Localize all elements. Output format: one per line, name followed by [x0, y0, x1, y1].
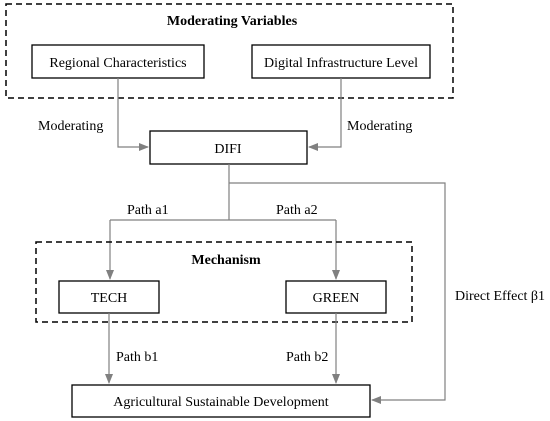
moderating-label-left: Moderating	[38, 119, 103, 134]
digital-infrastructure-box	[251, 44, 431, 79]
outcome-box	[71, 384, 371, 418]
outcome-label: Agricultural Sustainable Development	[113, 395, 328, 410]
difi-branch-lines	[110, 164, 336, 221]
direct-effect-label: Direct Effect β1	[455, 289, 545, 304]
path-a2-label: Path a2	[276, 203, 318, 218]
tech-label: TECH	[91, 291, 128, 306]
path-b1-label: Path b1	[116, 350, 158, 365]
difi-label: DIFI	[214, 142, 242, 157]
direct-effect-arrow	[229, 182, 446, 404]
moderating-arrow-left	[117, 78, 149, 151]
path-b2-label: Path b2	[286, 350, 328, 365]
green-label: GREEN	[313, 291, 360, 306]
difi-box	[149, 130, 308, 165]
moderating-variables-group	[5, 3, 454, 99]
regional-characteristics-label: Regional Characteristics	[49, 56, 186, 71]
digital-infrastructure-label: Digital Infrastructure Level	[264, 56, 418, 71]
moderating-label-right: Moderating	[347, 119, 412, 134]
path-a1-label: Path a1	[127, 203, 169, 218]
mechanism-title: Mechanism	[191, 253, 261, 268]
mechanism-group	[35, 241, 413, 323]
moderating-variables-title: Moderating Variables	[167, 14, 298, 29]
moderating-arrow-right	[308, 78, 342, 151]
